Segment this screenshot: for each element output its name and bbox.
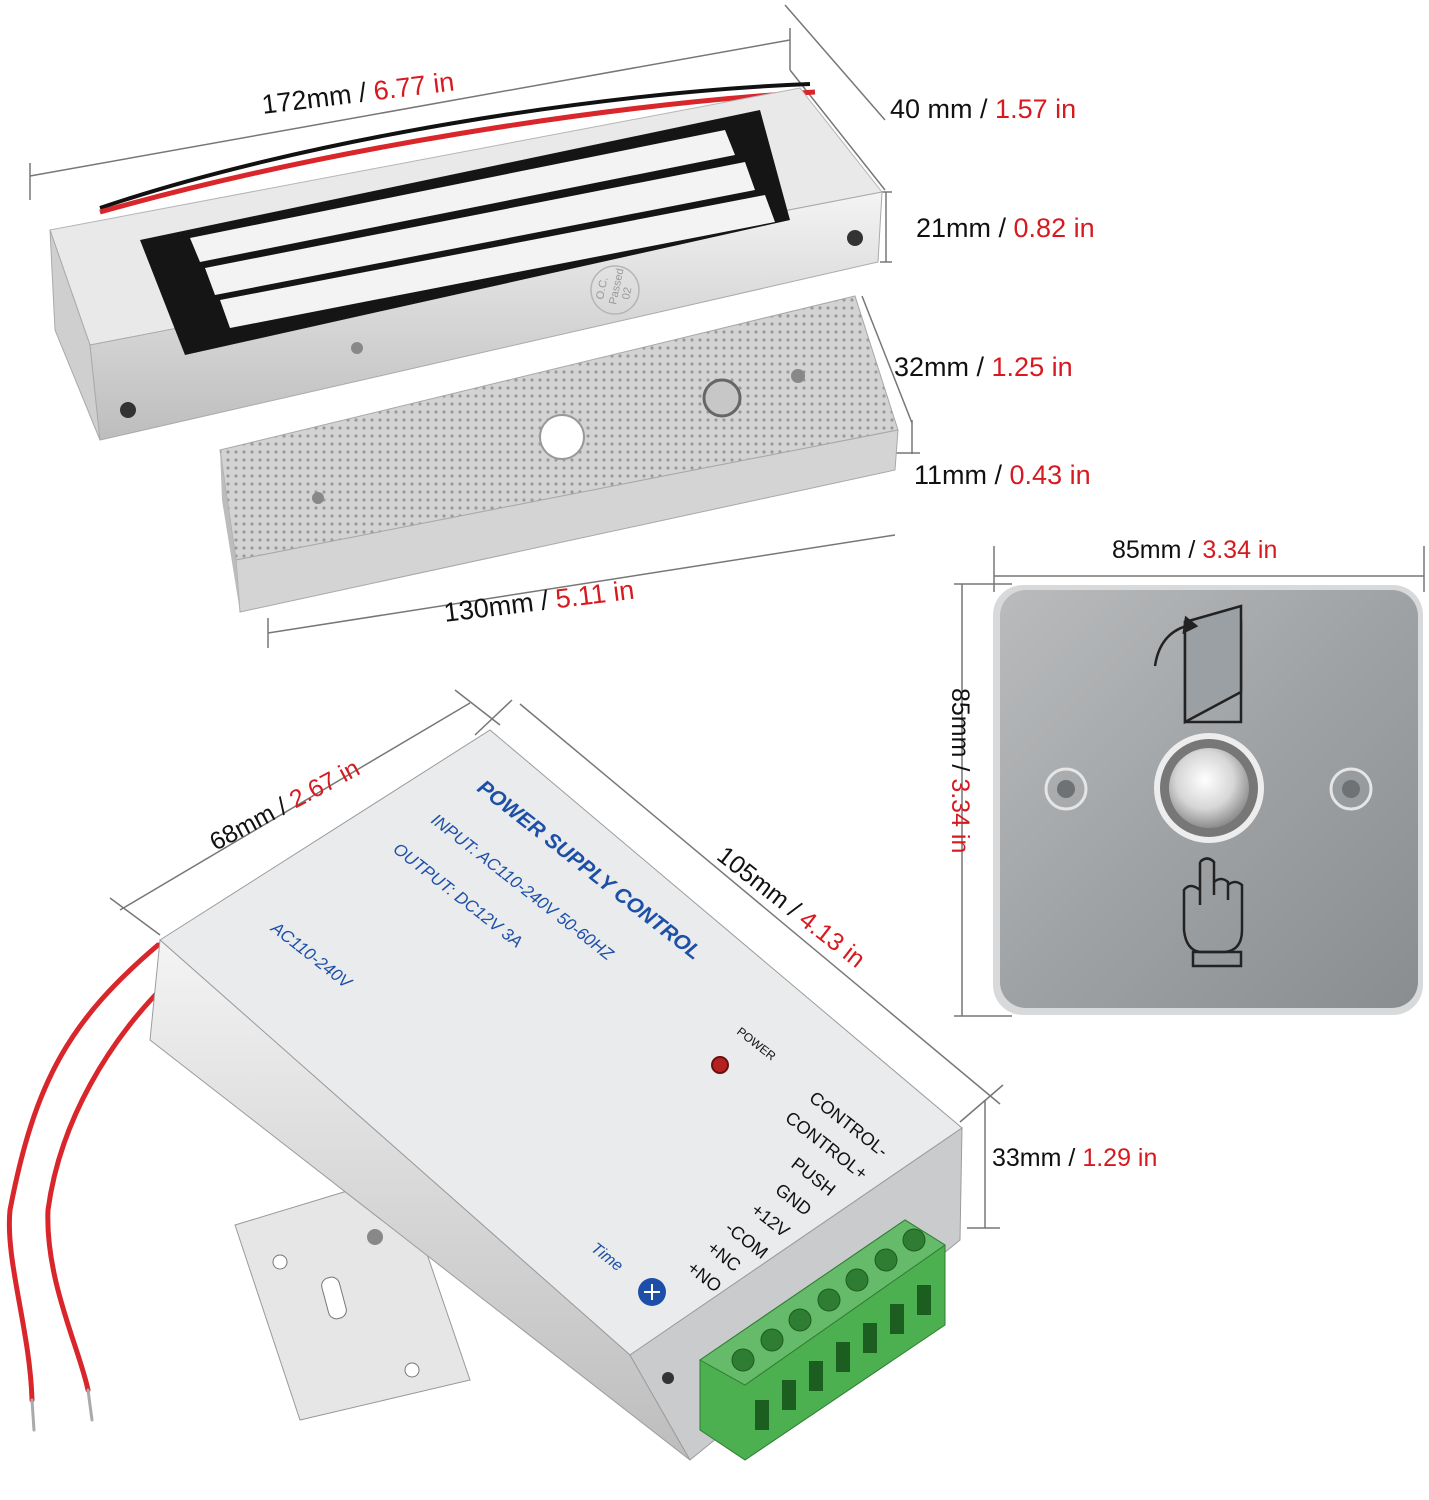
armature-thickness-mm: 11mm: [914, 460, 988, 490]
armature-width-label: 32mm / 1.25 in: [894, 354, 1073, 381]
exit-button-width-mm: 85mm: [1112, 536, 1182, 564]
power-supply-box: POWER SUPPLY CONTROL INPUT: AC110-240V 5…: [149, 729, 963, 1461]
lock-depth-label: 21mm / 0.82 in: [916, 215, 1095, 242]
lock-height-mm: 40 mm: [890, 94, 973, 124]
armature-thickness-sep: /: [987, 460, 1010, 490]
exit-button-height-sep: /: [946, 757, 974, 779]
armature-thickness-in: 0.43 in: [1009, 460, 1091, 490]
lock-plate-marking-1: O.C.: [594, 276, 610, 301]
armature-width-sep: /: [969, 352, 992, 382]
door-icon: [1153, 604, 1243, 725]
power-supply-dimension-lines: [109, 689, 1004, 1229]
exit-button-plate: [993, 585, 1423, 1015]
armature-width-in: 1.25 in: [991, 352, 1073, 382]
exit-button-height-mm: 85mm: [946, 688, 974, 758]
magnetic-lock: O.C. Passed 02: [49, 82, 883, 441]
exit-button-width-sep: /: [1181, 536, 1203, 564]
lock-height-label: 40 mm / 1.57 in: [890, 96, 1076, 123]
lock-height-sep: /: [972, 94, 996, 124]
exit-button-width-in: 3.34 in: [1202, 536, 1278, 564]
terminal-block: [699, 1219, 946, 1461]
lock-plate-marking-3: 02: [620, 286, 634, 300]
push-hand-icon: [1182, 857, 1244, 968]
exit-button-width-label: 85mm / 3.34 in: [1112, 538, 1277, 563]
power-supply-wires: [6, 942, 168, 1432]
ps-height-sep: /: [1061, 1144, 1083, 1172]
lock-height-in: 1.57 in: [995, 94, 1077, 124]
exit-button-height-in: 3.34 in: [946, 778, 974, 854]
lock-depth-mm: 21mm: [916, 213, 992, 243]
lock-depth-sep: /: [991, 213, 1014, 243]
armature-plate: [219, 295, 899, 613]
armature-thickness-label: 11mm / 0.43 in: [914, 462, 1091, 489]
potentiometer-icon: [638, 1278, 666, 1306]
armature-width-mm: 32mm: [894, 352, 970, 382]
exit-button-height-label: 85mm / 3.34 in: [946, 688, 974, 854]
lock-depth-in: 0.82 in: [1013, 213, 1095, 243]
ps-height-in: 1.29 in: [1082, 1144, 1158, 1172]
ps-height-mm: 33mm: [992, 1144, 1062, 1172]
ps-height-label: 33mm / 1.29 in: [992, 1146, 1157, 1171]
exit-button-dimension-lines: [954, 546, 1425, 1017]
